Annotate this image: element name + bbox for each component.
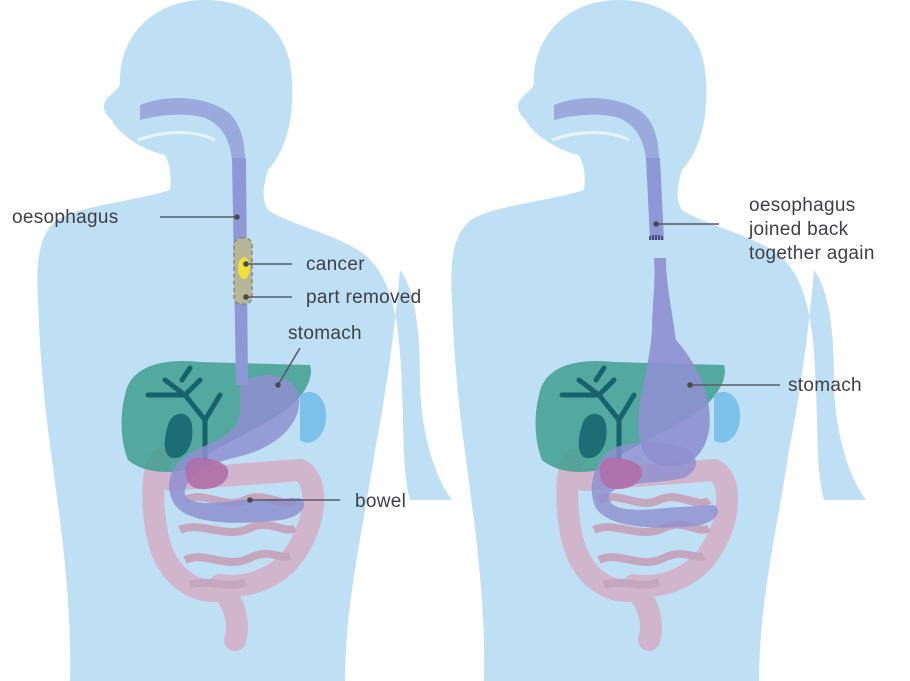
- label-oesophagus-joined-line2: joined back: [748, 219, 849, 240]
- label-part-removed: part removed: [306, 287, 422, 308]
- label-oesophagus-joined-line3: together again: [749, 243, 875, 264]
- label-stomach-right: stomach: [788, 375, 862, 396]
- label-stomach: stomach: [288, 323, 362, 344]
- label-oesophagus: oesophagus: [12, 207, 119, 228]
- left-cancer: [238, 257, 250, 279]
- right-figure: oesophagus joined back together again st…: [451, 0, 874, 681]
- label-oesophagus-joined-line1: oesophagus: [749, 195, 856, 216]
- left-figure: oesophagus cancer part removed stomach b…: [12, 0, 452, 681]
- label-bowel: bowel: [355, 491, 406, 512]
- label-cancer: cancer: [306, 254, 365, 275]
